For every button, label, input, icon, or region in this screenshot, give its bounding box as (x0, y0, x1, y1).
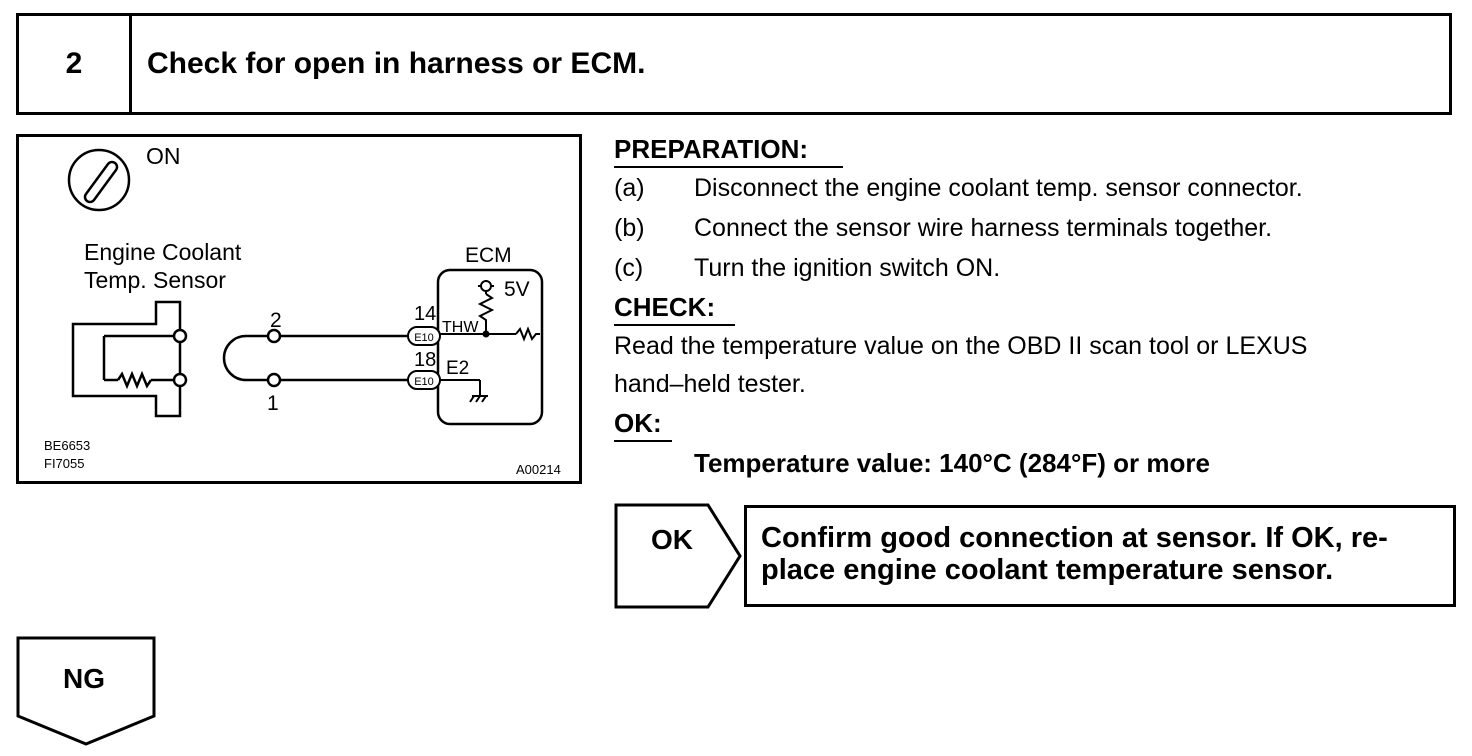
check-text-line2: hand–held tester. (614, 370, 806, 398)
ecm-connector-e10-bottom: E10 (407, 370, 441, 390)
figure-code-2: FI7055 (44, 456, 84, 471)
ground-icon (440, 379, 488, 403)
ok-action-box: Confirm good connection at sensor. If OK… (744, 505, 1456, 607)
ng-result-label: NG (63, 663, 105, 694)
preparation-heading: PREPARATION: (614, 134, 809, 164)
ignition-switch-icon (67, 148, 131, 212)
thw-circuit (440, 280, 540, 342)
ok-result-label: OK (651, 524, 693, 555)
coolant-sensor-symbol (71, 300, 188, 418)
preparation-underline (614, 166, 843, 168)
prep-item-a-marker: (a) (614, 174, 645, 202)
ok-action-text: Confirm good connection at sensor. If OK… (761, 522, 1388, 586)
step-title: Check for open in harness or ECM. (147, 47, 646, 80)
prep-item-c-text: Turn the ignition switch ON. (694, 254, 1001, 282)
connector-bottom-label: E10 (414, 376, 434, 388)
voltage-label: 5V (504, 278, 530, 301)
ok-action-line1: Confirm good connection at sensor. If OK… (761, 522, 1388, 554)
ng-result-tag: NG (16, 636, 156, 746)
figure-code-1: BE6653 (44, 438, 90, 453)
sensor-pin-2-label: 2 (270, 309, 282, 332)
step-header: 2 Check for open in harness or ECM. (16, 13, 1452, 115)
ecm-pin-14-label: 14 (414, 303, 436, 325)
prep-item-b-text: Connect the sensor wire harness terminal… (694, 214, 1273, 242)
sensor-label-line1: Engine Coolant (84, 239, 242, 265)
ok-criteria-heading: OK: (614, 408, 662, 438)
prep-item-b-marker: (b) (614, 214, 645, 242)
ok-result-tag: OK (614, 503, 742, 609)
ecm-label: ECM (465, 244, 512, 267)
ok-criteria-underline (614, 440, 672, 442)
check-heading: CHECK: (614, 292, 716, 322)
ecm-pin-18-label: 18 (414, 349, 436, 371)
sensor-pin-1-label: 1 (267, 392, 279, 415)
harness-jumper-wire (222, 328, 408, 388)
diagram-frame (16, 134, 582, 484)
connector-top-label: E10 (414, 332, 434, 344)
ok-action-line2: place engine coolant temperature sensor. (761, 554, 1334, 586)
ignition-label: ON (146, 143, 181, 169)
ecm-connector-e10-top: E10 (407, 326, 441, 346)
e2-signal-label: E2 (446, 358, 469, 379)
step-number: 2 (19, 16, 132, 112)
ok-criteria-value: Temperature value: 140°C (284°F) or more (694, 448, 1210, 478)
check-text-line1: Read the temperature value on the OBD II… (614, 332, 1308, 360)
prep-item-c-marker: (c) (614, 254, 644, 282)
wiring-diagram: ON Engine Coolant Temp. Sensor 2 1 ECM E… (16, 134, 582, 484)
sensor-label-line2: Temp. Sensor (84, 267, 226, 293)
prep-item-a-text: Disconnect the engine coolant temp. sens… (694, 174, 1303, 202)
ecm-box (436, 268, 544, 426)
figure-code-3: A00214 (516, 462, 561, 477)
check-underline (614, 324, 735, 326)
thw-signal-label: THW (442, 319, 479, 336)
